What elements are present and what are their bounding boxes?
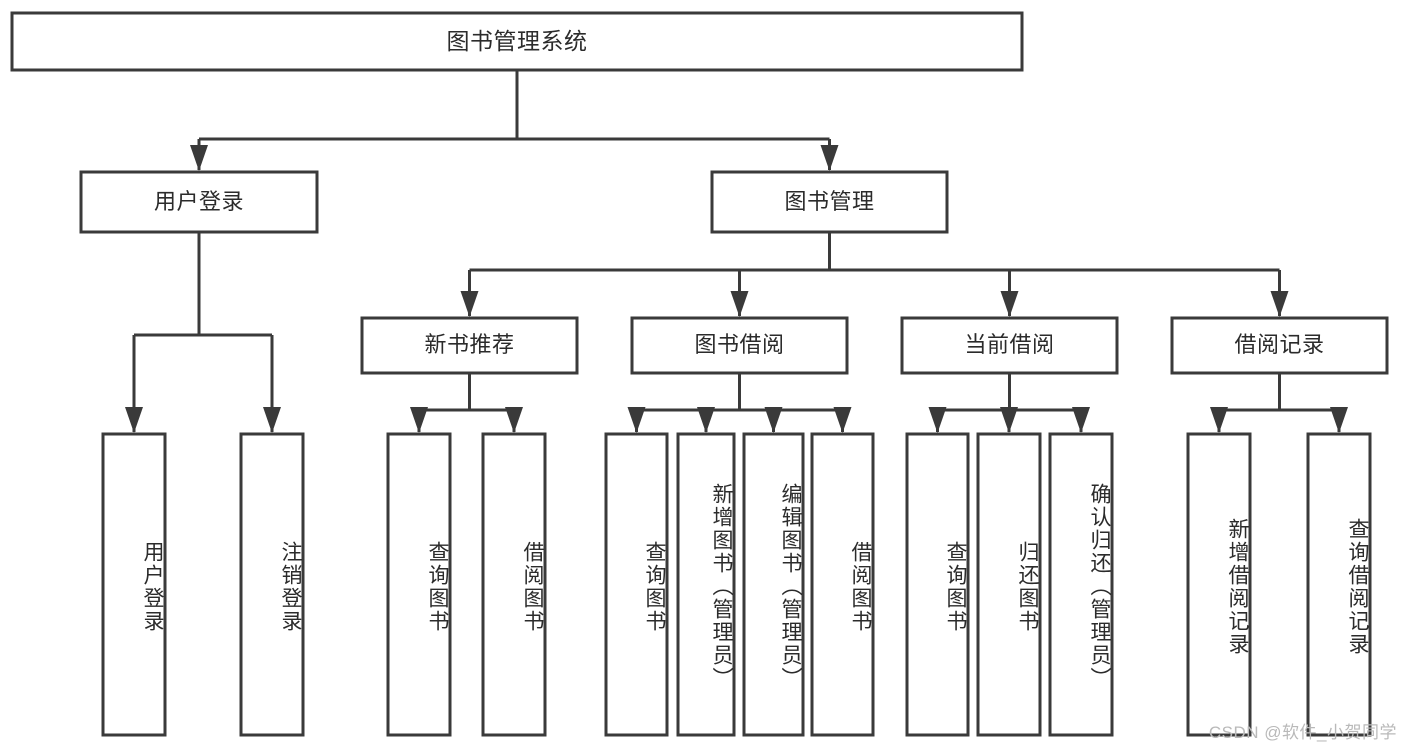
arrow-head-icon [833, 407, 852, 433]
arrow-head-icon [820, 145, 839, 171]
arrow-head-icon [1330, 407, 1348, 433]
node-leaf-7[interactable] [810, 432, 875, 737]
arrow-head-icon [1210, 407, 1228, 433]
arrow-head-icon [263, 407, 281, 433]
arrow-head-icon [410, 407, 428, 433]
node-leaf-9[interactable] [976, 432, 1042, 737]
arrow-head-icon [730, 291, 749, 317]
node-leaf-12[interactable] [1306, 432, 1372, 737]
arrow-head-icon [1072, 407, 1090, 433]
node-level3-2[interactable] [900, 316, 1119, 375]
node-leaf-2[interactable] [386, 432, 452, 737]
connector-layer [125, 70, 1348, 433]
node-level2-0[interactable] [79, 170, 319, 234]
watermark-text: CSDN @软件_小贺同学 [1208, 723, 1397, 742]
arrow-head-icon [1000, 291, 1019, 317]
node-leaf-0[interactable] [101, 432, 167, 737]
arrow-head-icon [697, 407, 715, 433]
node-level3-1[interactable] [630, 316, 849, 375]
node-level2-1[interactable] [710, 170, 949, 234]
arrow-head-icon [460, 291, 479, 317]
node-leaf-4[interactable] [604, 432, 669, 737]
box-layer [10, 11, 1389, 737]
node-leaf-3[interactable] [481, 432, 547, 737]
arrow-head-icon [764, 407, 783, 433]
node-level3-0[interactable] [360, 316, 579, 375]
arrow-head-icon [1000, 407, 1018, 433]
node-leaf-8[interactable] [905, 432, 970, 737]
node-leaf-5[interactable] [676, 432, 736, 737]
node-leaf-11[interactable] [1186, 432, 1252, 737]
arrow-head-icon [928, 407, 947, 433]
node-leaf-6[interactable] [742, 432, 805, 737]
arrow-head-icon [505, 407, 523, 433]
arrow-head-icon [627, 407, 646, 433]
node-root[interactable] [10, 11, 1024, 72]
node-level3-3[interactable] [1170, 316, 1389, 375]
arrow-head-icon [1270, 291, 1289, 317]
arrow-head-icon [125, 407, 143, 433]
arrow-head-icon [190, 145, 208, 171]
node-leaf-10[interactable] [1048, 432, 1114, 737]
node-leaf-1[interactable] [239, 432, 305, 737]
